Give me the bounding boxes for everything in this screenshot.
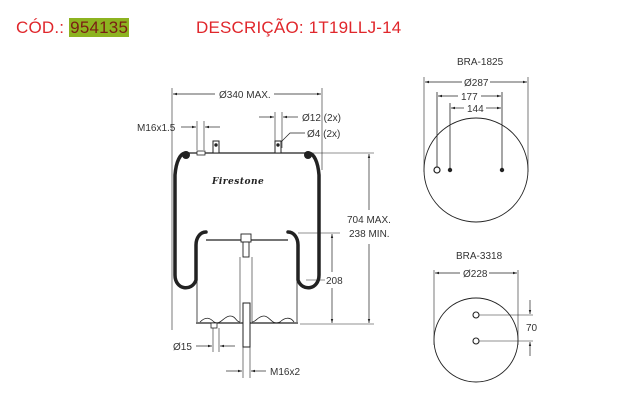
dim-hole-small: Ø4 (2x) xyxy=(307,129,340,140)
brand-logo: Firestone xyxy=(211,177,264,187)
top-plate-spacing-outer: 177 xyxy=(461,92,478,103)
dim-hole-large: Ø12 (2x) xyxy=(302,113,341,124)
top-plate-diameter: Ø287 xyxy=(464,78,489,89)
dim-top-stud: M16x1.5 xyxy=(137,123,176,134)
code-label: CÓD.: xyxy=(16,18,65,37)
bottom-plate-spacing: 70 xyxy=(526,323,538,334)
dim-height-min: 238 MIN. xyxy=(349,229,390,240)
top-plate-view xyxy=(423,77,529,223)
bottom-plate-view xyxy=(433,270,533,383)
dim-height-max: 704 MAX. xyxy=(347,215,391,226)
top-plate-ref: BRA-1825 xyxy=(457,57,504,68)
description-heading: DESCRIÇÃO: 1T19LLJ-14 xyxy=(196,18,401,38)
code-value: 954135 xyxy=(69,18,130,37)
code-heading: CÓD.: 954135 xyxy=(16,18,130,38)
dim-piston-height: 208 xyxy=(326,276,343,287)
top-plate-spacing-inner: 144 xyxy=(467,104,484,115)
dim-bottom-stud: M16x2 xyxy=(270,367,300,378)
dim-diameter-max: Ø340 MAX. xyxy=(219,90,271,101)
dim-bottom-hole: Ø15 xyxy=(173,342,192,353)
description-label: DESCRIÇÃO: xyxy=(196,18,304,37)
bottom-plate-ref: BRA-3318 xyxy=(456,251,503,262)
bottom-plate-diameter: Ø228 xyxy=(463,269,488,280)
description-value: 1T19LLJ-14 xyxy=(308,18,402,37)
side-view xyxy=(171,88,374,378)
